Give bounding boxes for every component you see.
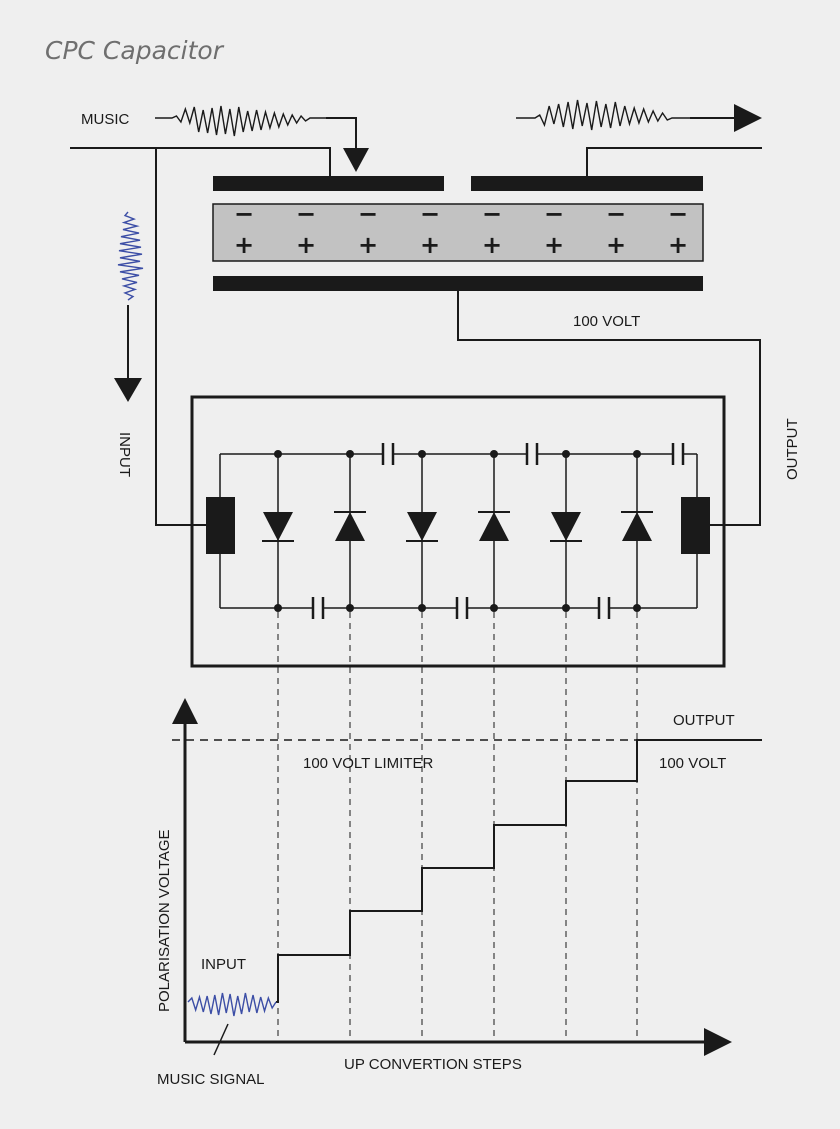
input-signal-indicator — [114, 211, 144, 402]
music-label: MUSIC — [81, 111, 130, 128]
plus-charge: + — [420, 231, 440, 259]
plus-charge: + — [606, 231, 626, 259]
minus-charge: − — [606, 200, 626, 228]
junction-dot — [346, 450, 354, 458]
junction-dot — [633, 604, 641, 612]
diagram-title: CPC Capacitor — [45, 36, 225, 65]
minus-charge: − — [296, 200, 316, 228]
junction-dot — [346, 604, 354, 612]
diode-symbol — [407, 512, 437, 541]
diode-symbol — [479, 512, 509, 541]
plus-charge: + — [668, 231, 688, 259]
output-terminal-block — [681, 497, 710, 554]
minus-charge: − — [544, 200, 564, 228]
limiter-label: 100 VOLT LIMITER — [303, 755, 433, 772]
voltage-multiplier — [190, 395, 726, 668]
minus-charge: − — [482, 200, 502, 228]
junction-dot — [562, 450, 570, 458]
music-signal-label: MUSIC SIGNAL — [157, 1071, 265, 1088]
minus-charge: − — [420, 200, 440, 228]
junction-dot — [562, 604, 570, 612]
bottom-plate — [213, 276, 703, 291]
junction-dot — [418, 604, 426, 612]
plus-charge: + — [234, 231, 254, 259]
junction-dot — [490, 450, 498, 458]
dielectric-charges: − + − + − + − + − + − + − + − + — [234, 200, 688, 259]
junction-dot — [274, 450, 282, 458]
diode-symbol — [263, 512, 293, 541]
diode-symbol — [551, 512, 581, 541]
input-side-label: INPUT — [116, 432, 133, 477]
x-axis-label: UP CONVERTION STEPS — [344, 1056, 522, 1073]
input-wire — [155, 148, 207, 526]
plus-charge: + — [482, 231, 502, 259]
plus-charge: + — [296, 231, 316, 259]
volt-graph-label: 100 VOLT — [659, 755, 726, 772]
top-plate-right — [471, 176, 703, 191]
music-signal-pointer — [213, 1023, 229, 1056]
volt-label-top: 100 VOLT — [573, 313, 640, 330]
y-axis-arrowhead — [172, 698, 198, 724]
output-side-label: OUTPUT — [784, 418, 801, 480]
capacitor-section — [70, 99, 762, 526]
junction-dot — [633, 450, 641, 458]
music-feed-arrowhead — [343, 148, 369, 172]
minus-charge: − — [234, 200, 254, 228]
output-arrowhead — [734, 104, 762, 132]
diode-symbol — [335, 512, 365, 541]
multiplier-enclosure — [190, 395, 726, 668]
bias-return-wire — [457, 291, 761, 526]
minus-charge: − — [358, 200, 378, 228]
music-signal-waveform — [187, 992, 277, 1017]
x-axis-arrowhead — [704, 1028, 732, 1056]
junction-dot — [490, 604, 498, 612]
junction-dot — [418, 450, 426, 458]
junction-dot — [274, 604, 282, 612]
output-graph-label: OUTPUT — [673, 712, 735, 729]
input-graph-label: INPUT — [201, 956, 246, 973]
diode-symbol — [622, 512, 652, 541]
plus-charge: + — [358, 231, 378, 259]
input-signal-waveform — [117, 211, 144, 301]
minus-charge: − — [668, 200, 688, 228]
input-terminal-block — [206, 497, 235, 554]
music-waveform-output — [516, 99, 690, 131]
voltage-staircase — [276, 740, 638, 1003]
dielectric-layer — [212, 203, 704, 262]
music-waveform-input — [155, 105, 326, 137]
top-plate-left — [213, 176, 444, 191]
music-feed-line — [326, 117, 357, 148]
polarisation-graph — [172, 698, 762, 1056]
top-right-wire — [586, 147, 762, 178]
y-axis-label: POLARISATION VOLTAGE — [156, 829, 173, 1012]
input-signal-arrowhead — [114, 378, 142, 402]
plus-charge: + — [544, 231, 564, 259]
